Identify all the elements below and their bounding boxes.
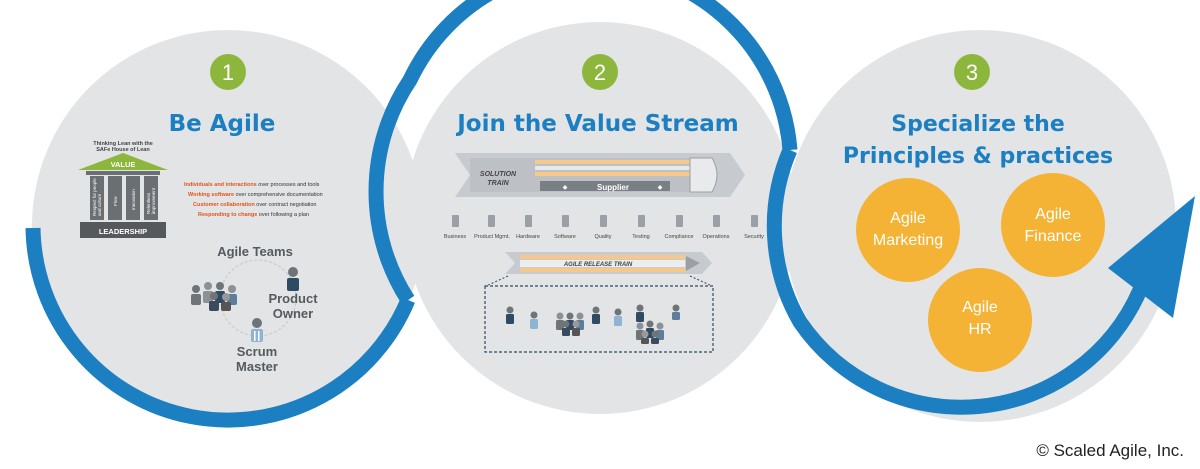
- manifesto-line-4: Responding to change over following a pl…: [198, 212, 309, 218]
- house-caption-line1: Thinking Lean with the: [93, 141, 153, 147]
- solution-train: SOLUTION TRAIN ◆ ◆ Supplier: [455, 153, 745, 197]
- product-mgmt-icon: [488, 215, 495, 227]
- house-base: [80, 222, 166, 238]
- function-compliance: Compliance: [664, 234, 693, 240]
- flow-arrowhead: [1108, 196, 1195, 318]
- agile-hr-line2: HR: [968, 321, 991, 338]
- product-owner-icon: [287, 267, 299, 291]
- function-labels: Business Product Mgmt. Hardware Software…: [444, 234, 764, 240]
- agile-marketing-line1: Agile: [890, 210, 926, 227]
- manifesto-line-2: Working software over comprehensive docu…: [188, 192, 323, 198]
- step-2-number: 2: [594, 60, 606, 85]
- copyright-notice: © Scaled Agile, Inc.: [1036, 441, 1184, 460]
- agile-finance-line1: Agile: [1035, 206, 1071, 223]
- agile-marketing-line2: Marketing: [873, 232, 943, 249]
- scrum-master-icon: [251, 318, 263, 342]
- art-teams-people-icon: [506, 304, 680, 344]
- step-3-circle: [784, 30, 1176, 422]
- step-1-number: 1: [222, 60, 234, 85]
- quality-icon: [600, 215, 607, 227]
- house-roof: [78, 153, 168, 170]
- flow-arrow-lower-right: [766, 147, 1147, 415]
- step-2-badge: 2: [582, 54, 618, 90]
- svg-text:◆: ◆: [658, 185, 663, 191]
- product-owner-line2: Owner: [273, 306, 313, 321]
- step-3-title-line1: Specialize the: [891, 112, 1065, 137]
- house-base-label: LEADERSHIP: [99, 227, 147, 236]
- function-testing: Testing: [632, 234, 649, 240]
- function-product-mgmt: Product Mgmt.: [474, 234, 510, 240]
- scrum-master-line1: Scrum: [237, 344, 277, 359]
- function-security: Security: [744, 234, 764, 240]
- hardware-icon: [525, 215, 532, 227]
- function-business: Business: [444, 234, 467, 240]
- function-row: [452, 215, 758, 227]
- pillar-flow-label: Flow: [113, 196, 118, 206]
- step-1-badge: 1: [210, 54, 246, 90]
- pillar-relentless-label-2: improvement: [151, 187, 156, 214]
- agile-hr-line1: Agile: [962, 299, 998, 316]
- solution-train-label-1: SOLUTION: [480, 171, 517, 178]
- supplier-bar: [540, 181, 670, 191]
- testing-icon: [638, 215, 645, 227]
- pillar-innovation-label: Innovation: [131, 189, 136, 210]
- function-hardware: Hardware: [516, 234, 540, 240]
- compliance-icon: [676, 215, 683, 227]
- step-3-badge: 3: [954, 54, 990, 90]
- agile-release-train: AGILE RELEASE TRAIN: [505, 252, 712, 274]
- product-owner-line1: Product: [268, 291, 318, 306]
- pillar-relentless-label-1: Relentless: [146, 192, 151, 214]
- pillar-respect-label-1: Respect for people: [92, 178, 97, 216]
- svg-text:◆: ◆: [563, 185, 568, 191]
- step-1-title: Be Agile: [169, 111, 276, 137]
- agile-teams: Agile Teams Product Owner Scrum Master: [191, 244, 318, 374]
- art-teams-box: [484, 285, 714, 353]
- software-icon: [562, 215, 569, 227]
- agile-finance-bubble: Agile Finance: [1001, 173, 1105, 277]
- art-label: AGILE RELEASE TRAIN: [563, 262, 633, 268]
- pillar-relentless-improvement: [144, 176, 158, 220]
- supplier-label: Supplier: [597, 183, 629, 192]
- step-3-number: 3: [966, 60, 978, 85]
- manifesto-line-3: Customer collaboration over contract neg…: [193, 202, 317, 208]
- team-people-icon: [191, 282, 237, 311]
- scrum-master-line2: Master: [236, 359, 278, 374]
- house-roof-label: VALUE: [111, 160, 136, 169]
- flow-arrow: [25, 0, 1147, 428]
- operations-icon: [713, 215, 720, 227]
- agile-hr-bubble: Agile HR: [928, 268, 1032, 372]
- security-icon: [751, 215, 758, 227]
- agile-manifesto: Individuals and interactions over proces…: [184, 182, 323, 218]
- agile-finance-line2: Finance: [1025, 228, 1082, 245]
- agile-teams-heading: Agile Teams: [217, 244, 293, 259]
- pillar-innovation: [126, 176, 140, 220]
- business-icon: [452, 215, 459, 227]
- function-operations: Operations: [703, 234, 730, 240]
- step-2-title: Join the Value Stream: [455, 111, 739, 137]
- house-caption-line2: SAFe House of Lean: [96, 147, 150, 153]
- flow-arrow-top-middle: [368, 0, 798, 305]
- step-1-circle: [32, 30, 424, 422]
- agile-marketing-bubble: Agile Marketing: [856, 178, 960, 282]
- function-software: Software: [554, 234, 576, 240]
- flow-arrow-lower-left: [25, 227, 415, 428]
- step-3-title-line2: Principles & practices: [843, 144, 1113, 169]
- pillar-respect: [90, 176, 104, 220]
- solution-train-label-2: TRAIN: [487, 180, 509, 187]
- pillar-flow: [108, 176, 122, 220]
- manifesto-line-1: Individuals and interactions over proces…: [184, 182, 320, 188]
- house-of-lean: Thinking Lean with the SAFe House of Lea…: [78, 141, 168, 238]
- function-quality: Quality: [594, 234, 611, 240]
- team-loop: [219, 259, 297, 337]
- pillar-respect-label-2: and culture: [97, 193, 102, 216]
- train-nose: [689, 157, 718, 193]
